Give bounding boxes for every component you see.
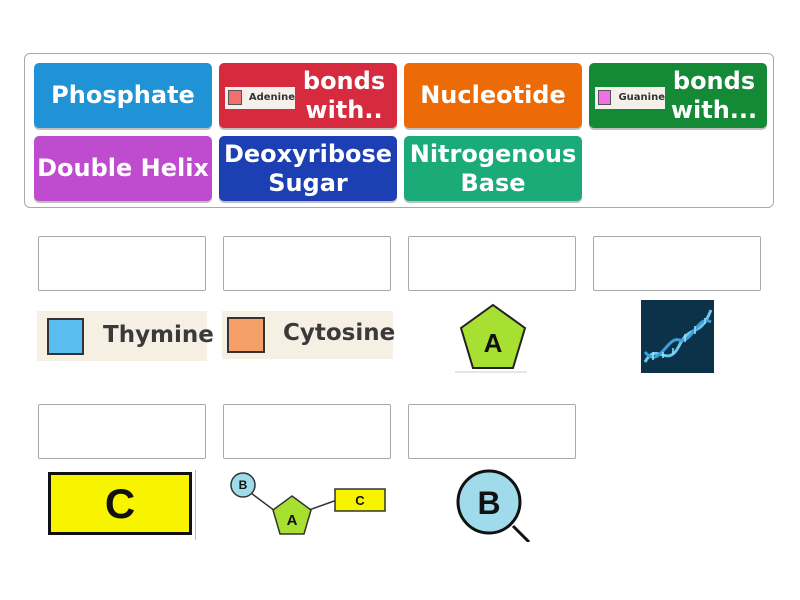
sugar-letter: A [287, 512, 298, 529]
sugar-pentagon [272, 495, 312, 535]
pentagon-letter: A [484, 328, 503, 358]
drop-slot-5[interactable] [38, 404, 206, 459]
thymine-label: Thymine [103, 322, 214, 348]
sugar-base-bond [308, 499, 338, 511]
adenine-image: Adenine [225, 86, 295, 109]
drop-slot-7[interactable] [408, 404, 576, 459]
guanine-image: Guanine [595, 86, 665, 109]
tile-label: Nucleotide [420, 81, 566, 109]
tile-label: Phosphate [51, 81, 195, 109]
rectangle-letter: C [104, 479, 136, 527]
helix-strand-1 [643, 309, 713, 363]
adenine-swatch [228, 90, 242, 105]
drop-slot-2[interactable] [223, 236, 391, 291]
thymine-image: Thymine [37, 311, 214, 361]
drop-slot-1[interactable] [38, 236, 206, 291]
circle-letter: B [477, 485, 500, 521]
nucleotide-diagram-image: B A C [230, 472, 386, 535]
guanine-swatch [598, 90, 612, 105]
magnifier-handle [511, 524, 531, 542]
phosphate-circle [230, 472, 256, 498]
guanine-image-label: Guanine [618, 92, 665, 103]
rectangle-shape: C [48, 472, 192, 535]
adenine-pentagon-image: A [455, 303, 527, 373]
tile-label: Double Helix [37, 154, 209, 182]
drop-slot-4[interactable] [593, 236, 761, 291]
base-letter: C [355, 493, 365, 508]
helix-strand-2 [643, 319, 712, 359]
dna-helix-image [641, 300, 714, 373]
adenine-image-label: Adenine [248, 92, 295, 103]
cytosine-swatch [227, 317, 265, 353]
tile-double-helix[interactable]: Double Helix [34, 136, 212, 201]
cytosine-label: Cytosine [283, 320, 396, 346]
helix-background [641, 300, 714, 373]
cytosine-rectangle-image: C [48, 470, 196, 540]
tile-phosphate[interactable]: Phosphate [34, 63, 212, 128]
thymine-swatch [47, 318, 84, 355]
drop-slot-6[interactable] [223, 404, 391, 459]
edge-line [195, 470, 196, 540]
pentagon-shape [459, 303, 527, 369]
phosphate-letter: B [239, 478, 248, 492]
phosphate-circle-image: B [456, 469, 531, 542]
helix-rungs [652, 318, 706, 360]
drop-slot-3[interactable] [408, 236, 576, 291]
base-rectangle [334, 488, 386, 512]
cytosine-image: Cytosine [222, 311, 396, 359]
circle-shape [456, 469, 522, 535]
tile-nucleotide[interactable]: Nucleotide [404, 63, 582, 128]
